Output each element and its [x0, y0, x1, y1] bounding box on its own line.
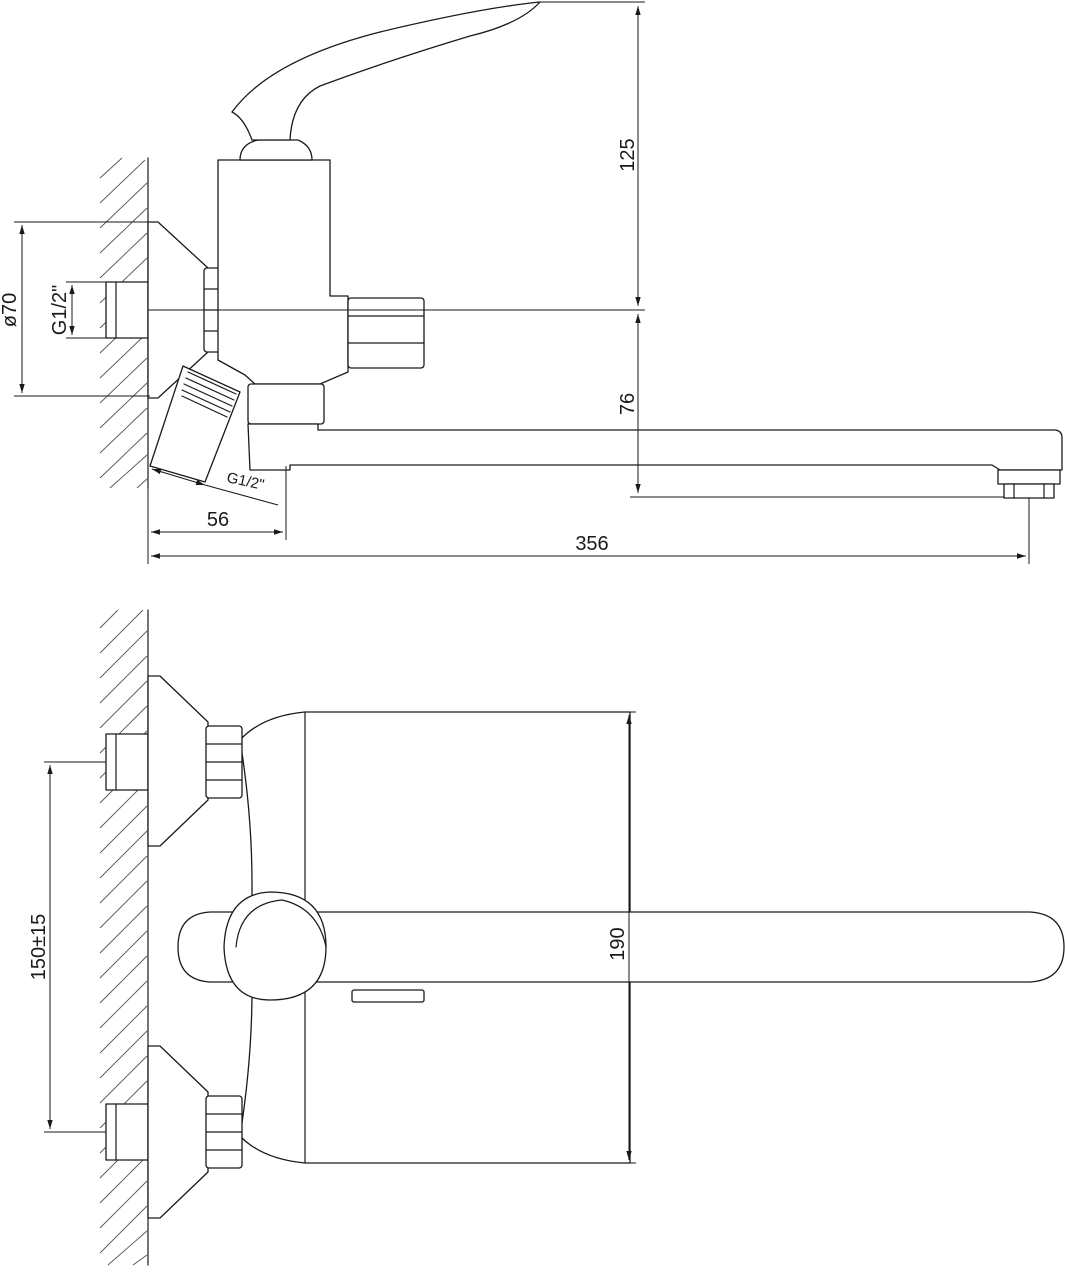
dim-inlet-thread-label: G1/2": [49, 285, 71, 335]
inlet-pipes-top: [105, 733, 149, 1161]
dim-spout-drop: 76: [617, 314, 1004, 498]
connection-nuts-top: [205, 725, 243, 1169]
dim-shower-thread-label: G1/2": [225, 469, 266, 493]
lever-handle-top: [177, 891, 1065, 1003]
wall-hatching-bottom: [99, 609, 149, 1266]
dim-body-depth-label: 190: [607, 927, 629, 960]
dim-total-reach: 356: [151, 498, 1030, 564]
dim-inlet-thread: G1/2": [49, 281, 106, 339]
dim-spout-drop-label: 76: [617, 393, 639, 415]
dim-wall-to-spout: 56: [147, 466, 287, 564]
dim-wall-to-spout-label: 56: [207, 509, 229, 531]
side-view: ø70 G1/2" G1/2" 125 76: [0, 1, 1063, 564]
top-view: 150±15 190: [28, 609, 1065, 1266]
dim-height-handle: 125: [540, 1, 645, 306]
lever-handle: [231, 1, 541, 161]
shower-outlet: [149, 365, 241, 483]
inlet-pipe: [105, 281, 149, 339]
spout: [247, 383, 1063, 499]
dim-flange-diameter: ø70: [0, 221, 150, 397]
dim-inlet-spacing-label: 150±15: [28, 914, 50, 981]
dim-height-handle-label: 125: [617, 138, 639, 171]
wall-flanges-top: [147, 675, 209, 1219]
mixer-body: [217, 159, 349, 385]
diverter-button: [347, 297, 425, 369]
dim-shower-thread: G1/2": [151, 468, 279, 506]
dim-inlet-spacing: 150±15: [28, 761, 106, 1133]
dim-flange-diameter-label: ø70: [0, 293, 21, 327]
dim-total-reach-label: 356: [575, 533, 608, 555]
dim-body-depth: 190: [607, 711, 636, 1164]
